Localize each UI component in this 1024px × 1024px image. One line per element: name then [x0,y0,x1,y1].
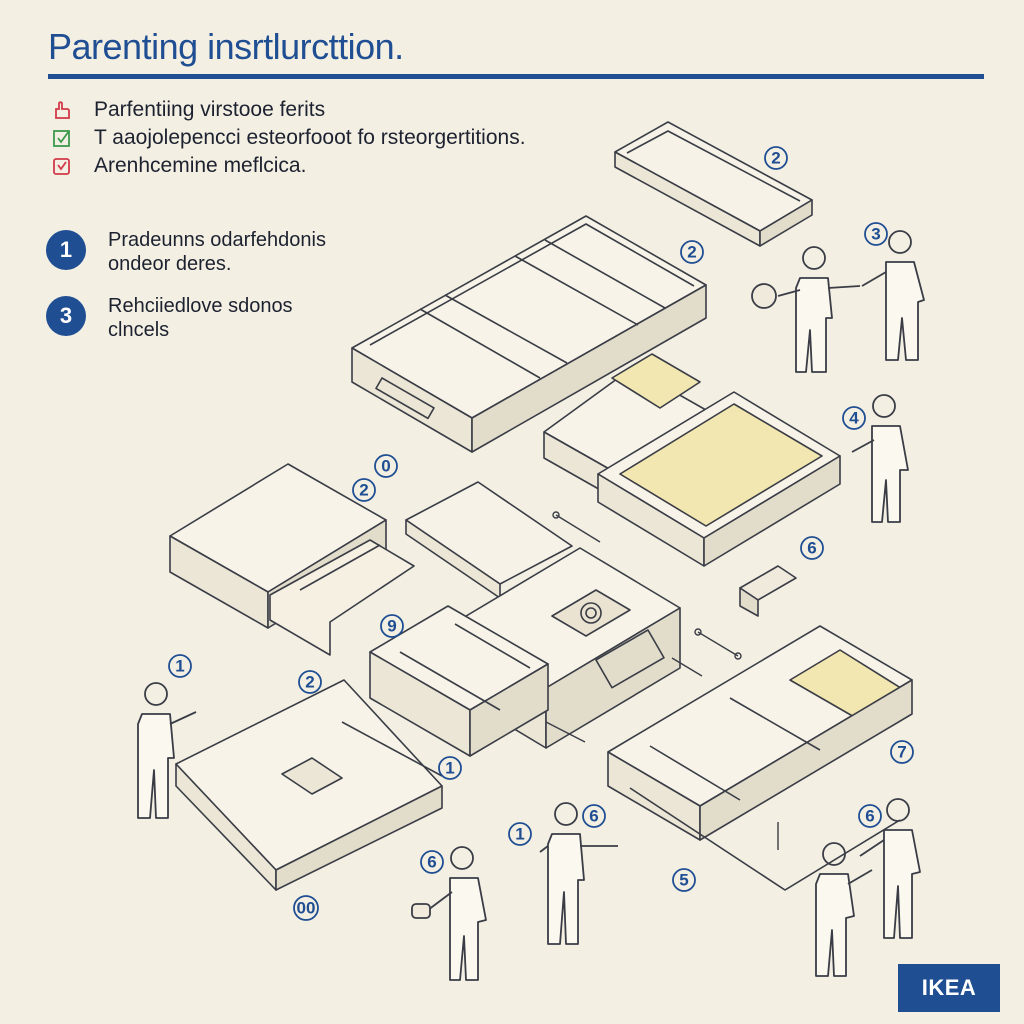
legend-text: T aaojolepencci esteorfooot fo rsteorger… [94,126,526,149]
legend-text: Arenhcemine meflcica. [94,154,307,177]
bolts [545,511,779,850]
brand-logo: IKEA [898,964,1000,1012]
callout-label: 6 [807,539,816,558]
person-bottom-left-2 [411,846,487,981]
open-box-left [169,463,415,656]
callout-label: 6 [427,853,436,872]
callout-label: 6 [865,807,874,826]
frame-right-yellow [607,625,913,891]
open-frame-large [351,215,707,453]
callout-label: 6 [589,807,598,826]
callout-label: 1 [445,759,454,778]
warning-box-icon [52,156,72,176]
callout-label: 2 [771,149,780,168]
callout-circles [168,146,914,921]
tray-yellow-large [597,391,841,567]
step-description-3: 3 Rehciiedlove sdonos clncels [46,294,293,342]
pointing-hand-icon [52,100,72,120]
callout-label: 0 [381,457,390,476]
legend-item: Parfentiing virstooe ferits [52,96,526,124]
callout-label: 2 [359,481,368,500]
step-line: Pradeunns odarfehdonis [108,229,326,251]
person-pair-top [751,230,925,373]
checkbox-icon [52,128,72,148]
open-frame-mid [369,605,549,757]
shelf-panel-top [614,121,813,247]
person-left-bottom [137,682,197,819]
callout-label: 5 [679,871,688,890]
legend: Parfentiing virstooe ferits T aaojolepen… [52,96,526,180]
callout-label: 4 [849,409,859,428]
step-text: Pradeunns odarfehdonis ondeor deres. [108,228,326,276]
step-line: clncels [108,319,170,341]
person-bottom-center [539,802,618,945]
callout-label: 9 [387,617,396,636]
step-number-badge: 1 [46,230,86,270]
callout-label: 1 [515,825,524,844]
callout-label: 3 [871,225,880,244]
step-number-badge: 3 [46,296,86,336]
callout-label: 2 [687,243,696,262]
person-right-mid [851,394,909,523]
step-description-1: 1 Pradeunns odarfehdonis ondeor deres. [46,228,326,276]
step-line: ondeor deres. [108,253,232,275]
base-panel-bottom [175,679,443,891]
page-title: Parenting insrtlurcttion. [48,26,404,67]
step-line: Rehciiedlove sdonos [108,295,293,317]
legend-item: T aaojolepencci esteorfooot fo rsteorger… [52,124,526,152]
callout-label: 7 [897,743,906,762]
callout-label: 2 [305,673,314,692]
callout-label: 1 [175,657,184,676]
callout-label: 00 [297,899,316,918]
legend-text: Parfentiing virstooe ferits [94,98,326,121]
legend-item: Arenhcemine meflcica. [52,152,526,180]
l-bracket [739,565,797,617]
step-text: Rehciiedlove sdonos clncels [108,294,293,342]
person-pair-bottom-right [815,798,921,977]
title-underline [48,74,984,79]
